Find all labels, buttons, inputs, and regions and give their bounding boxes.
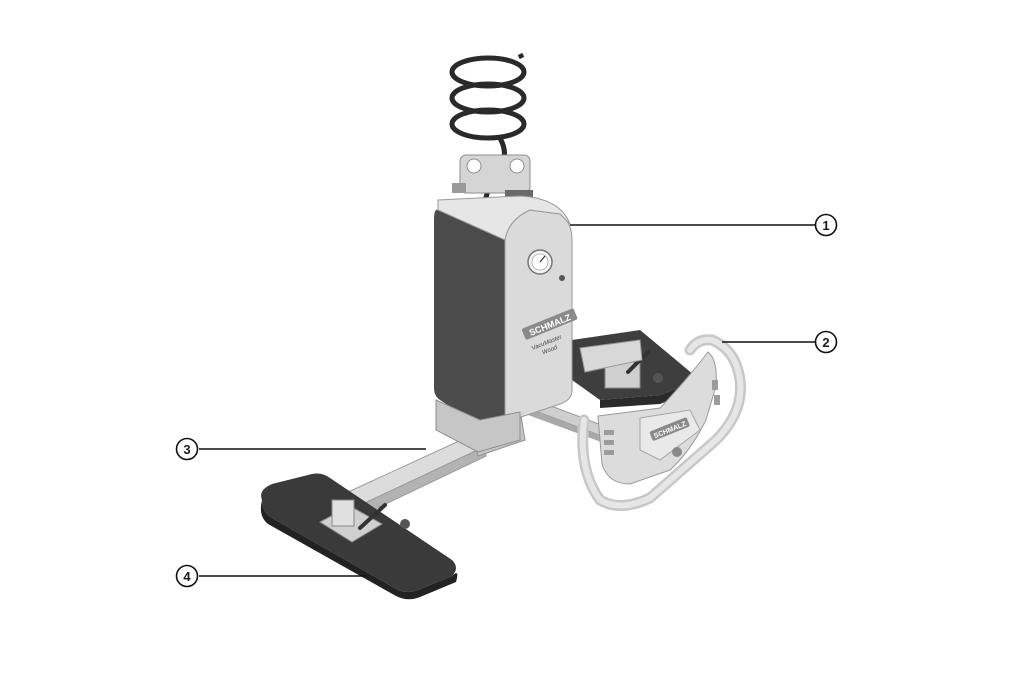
- callout-marker-2: 2: [814, 330, 838, 354]
- callout-marker-3: 3: [175, 437, 199, 461]
- callout-marker-4: 4: [175, 564, 199, 588]
- callout-leaders: [199, 224, 815, 577]
- callout-marker-1: 1: [814, 213, 838, 237]
- vacuum-generator-housing: SCHMALZ VacuMaster Wood: [434, 195, 578, 453]
- callout-number-3: 3: [183, 442, 190, 457]
- housing-model-label-line2: Wood: [541, 345, 558, 357]
- load-beam: [334, 339, 643, 521]
- suction-plate: [260, 473, 458, 600]
- control-handle: SCHMALZ: [577, 334, 746, 511]
- callout-number-1: 1: [822, 218, 829, 233]
- callout-number-2: 2: [822, 335, 829, 350]
- callout-number-4: 4: [183, 569, 191, 584]
